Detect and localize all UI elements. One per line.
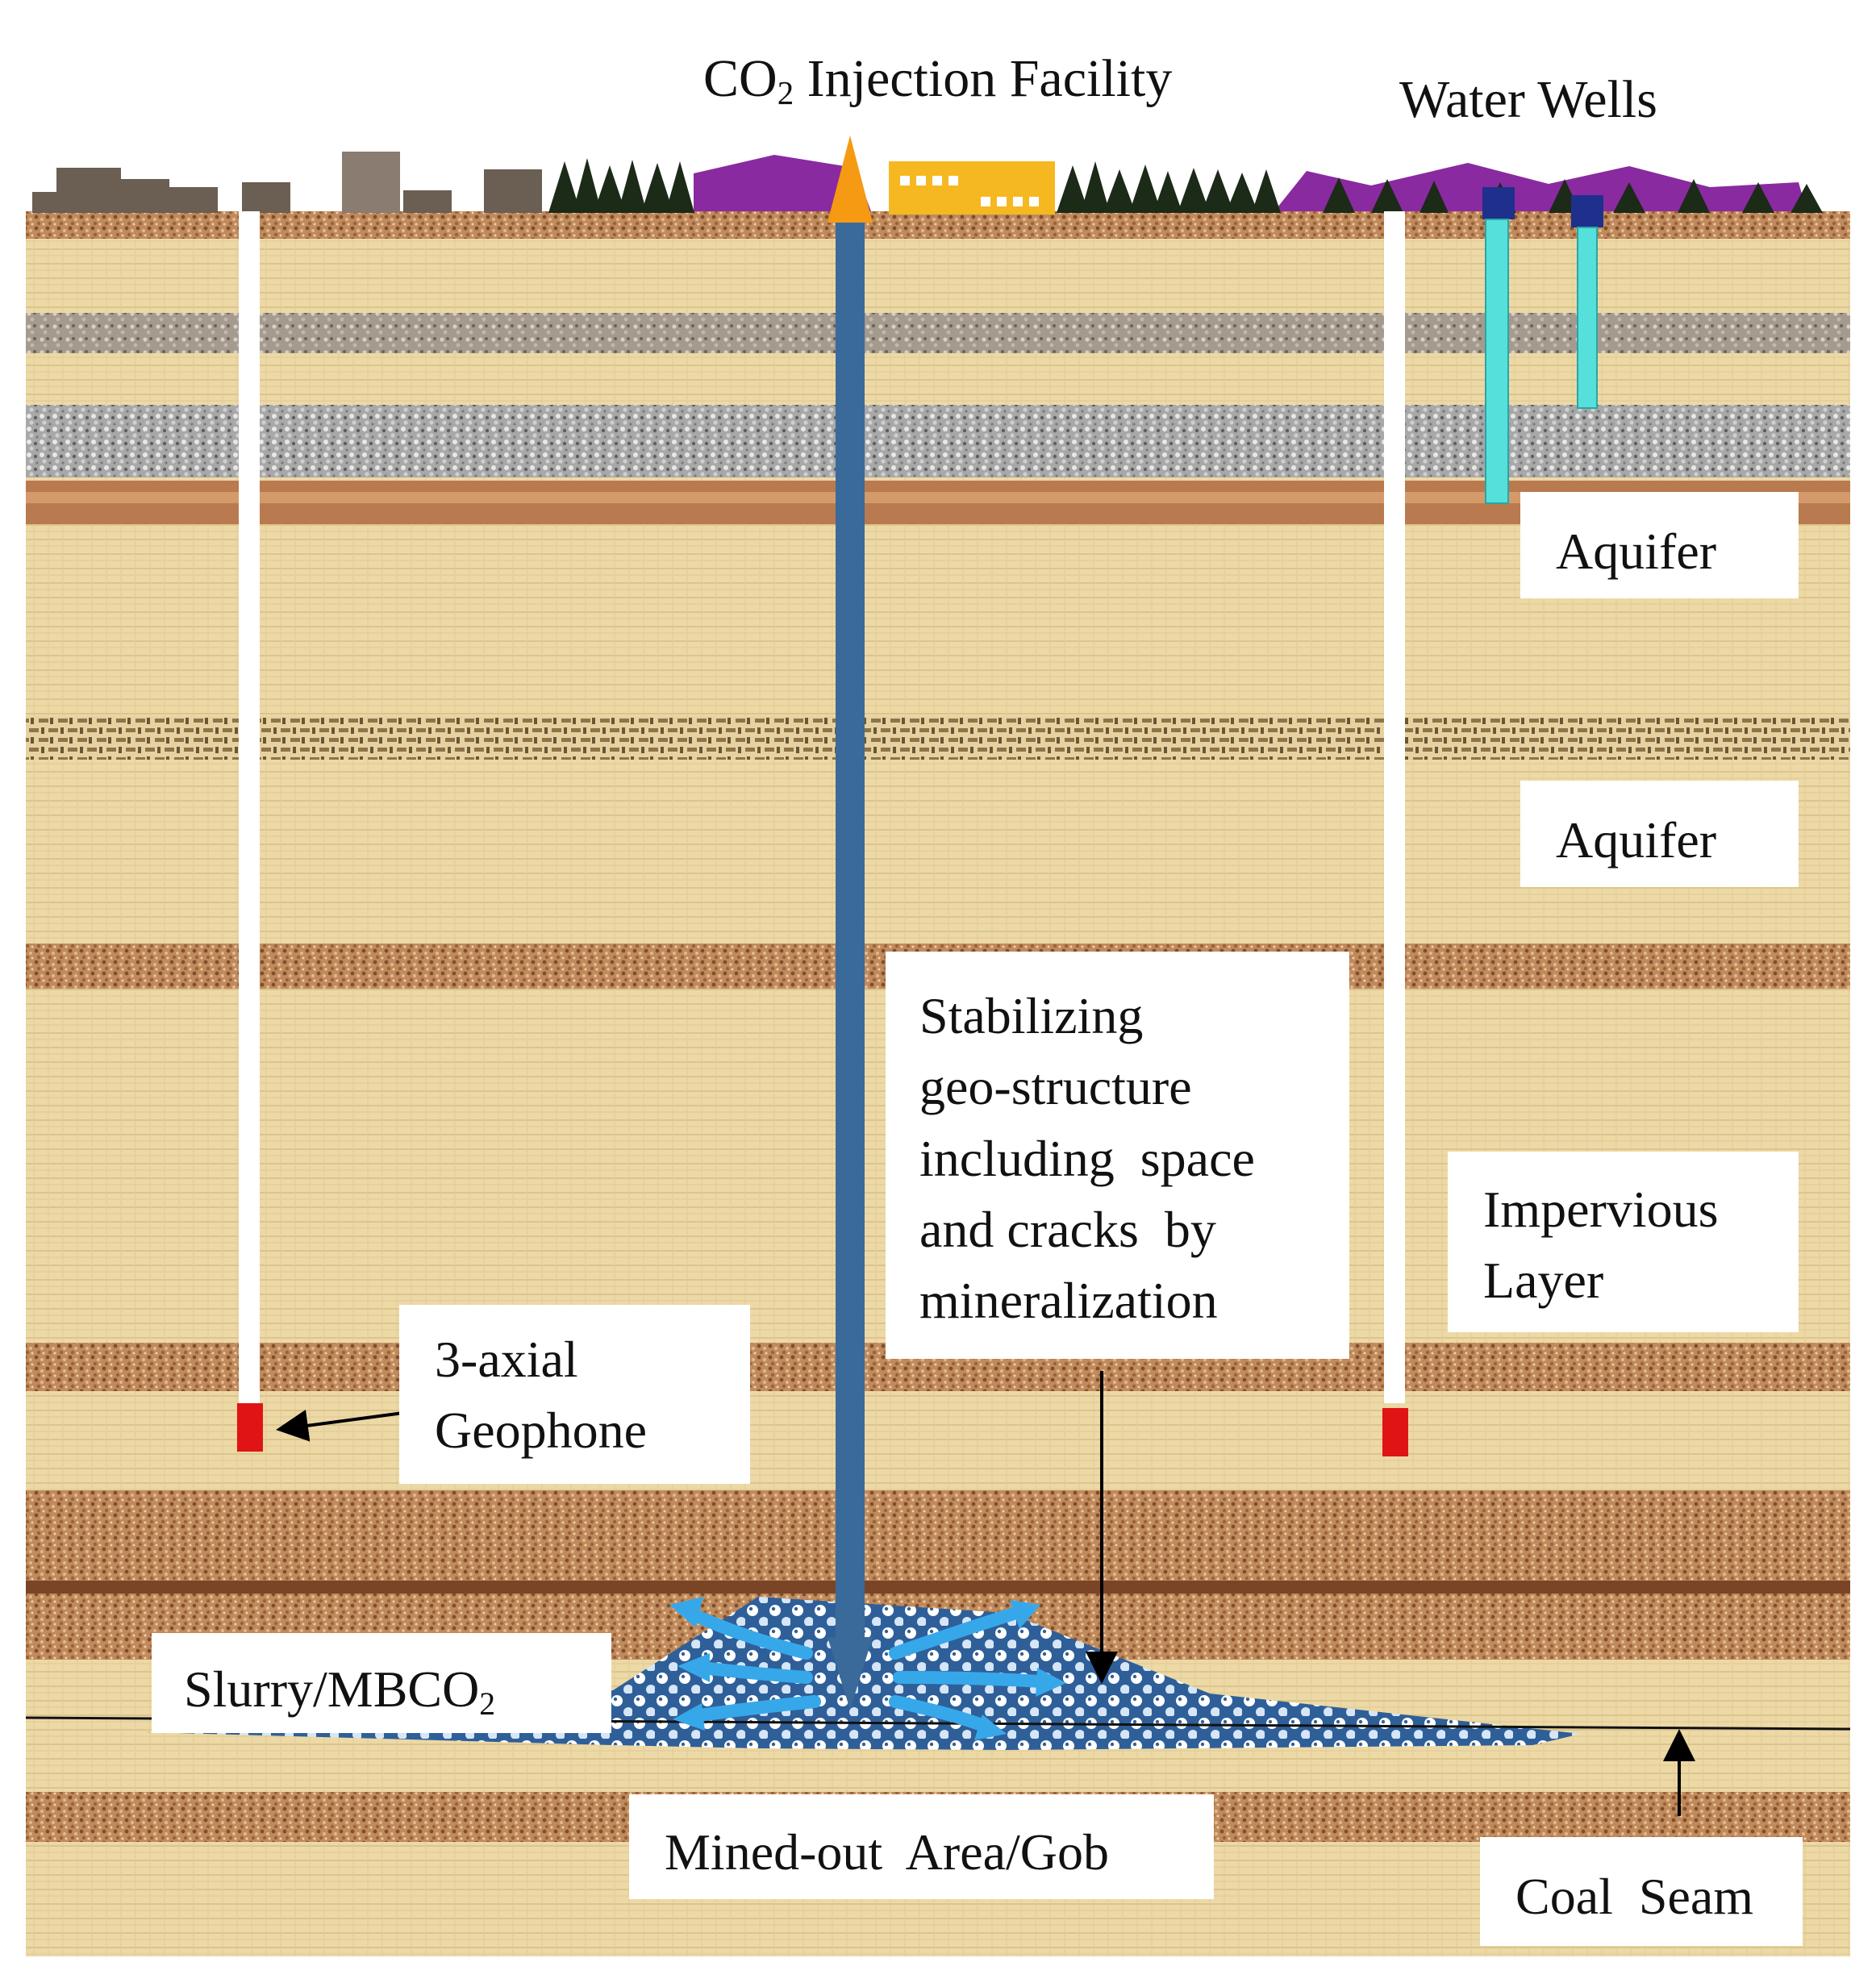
- stabilizing-label: Stabilizing geo-structure including spac…: [886, 952, 1349, 1359]
- gravel-layer-main: [26, 405, 1850, 477]
- tree-line: [548, 158, 1823, 213]
- geophone-line-2: Geophone: [435, 1402, 648, 1460]
- facility-arrow: [828, 135, 873, 223]
- stabilizing-line-5: mineralization: [919, 1272, 1218, 1330]
- gravel-layer-upper: [26, 313, 1850, 353]
- injection-pipe-tip: [828, 1637, 873, 1710]
- monitoring-well-left: [239, 211, 260, 1403]
- geophone-line-1: 3-axial: [435, 1331, 578, 1388]
- geophone-pointer-arrow: [276, 1409, 404, 1442]
- mined-out-label: Mined-out Area/Gob: [629, 1794, 1214, 1899]
- slurry-sub: 2: [479, 1685, 496, 1722]
- flow-arrowheads: [669, 1597, 1066, 1740]
- coal-seam-label: Coal Seam: [1480, 1837, 1803, 1946]
- monitoring-well-right: [1384, 211, 1405, 1403]
- water-well-2-pipe: [1577, 227, 1598, 409]
- water-well-1-pipe: [1485, 219, 1509, 504]
- facility-windows: [900, 176, 1039, 206]
- stabilizing-line-3: including space: [919, 1129, 1255, 1187]
- stabilizing-line-1: Stabilizing: [919, 987, 1144, 1044]
- facility-building: [889, 161, 1055, 215]
- injection-pipe: [836, 221, 865, 1637]
- aquifer-lower-label: Aquifer: [1520, 781, 1799, 887]
- water-well-2-cap: [1571, 195, 1603, 227]
- geophone-label: 3-axial Geophone: [399, 1305, 750, 1484]
- weave-layer: [26, 716, 1850, 760]
- impervious-line-2: Layer: [1483, 1252, 1604, 1310]
- dark-shale-line: [26, 1581, 1850, 1594]
- water-wells-label: Water Wells: [1399, 70, 1657, 129]
- impervious-line-1: Impervious: [1483, 1181, 1719, 1238]
- stabilizing-line-2: geo-structure: [919, 1058, 1192, 1116]
- impervious-layer-label: Impervious Layer: [1448, 1152, 1799, 1332]
- geophone-right: [1382, 1408, 1408, 1456]
- co2-facility-sub: 2: [777, 75, 794, 112]
- co2-facility-main: CO: [703, 49, 777, 108]
- city-skyline: [32, 152, 542, 213]
- mountains-left: [694, 155, 871, 211]
- co2-facility-rest: Injection Facility: [794, 49, 1173, 108]
- geophone-left: [237, 1403, 263, 1452]
- aquifer-upper-label: Aquifer: [1520, 492, 1799, 598]
- slurry-label: Slurry/MBCO2: [152, 1633, 611, 1733]
- topsoil-layer: [26, 211, 1850, 239]
- co2-facility-label: CO2 Injection Facility: [703, 48, 1172, 110]
- water-well-1-cap: [1482, 187, 1515, 219]
- mountains-right: [1274, 163, 1807, 211]
- stabilizing-line-4: and cracks by: [919, 1200, 1216, 1258]
- flow-arrows: [683, 1606, 1047, 1732]
- slurry-main: Slurry/MBCO: [184, 1660, 480, 1718]
- surface-features: [32, 152, 1823, 215]
